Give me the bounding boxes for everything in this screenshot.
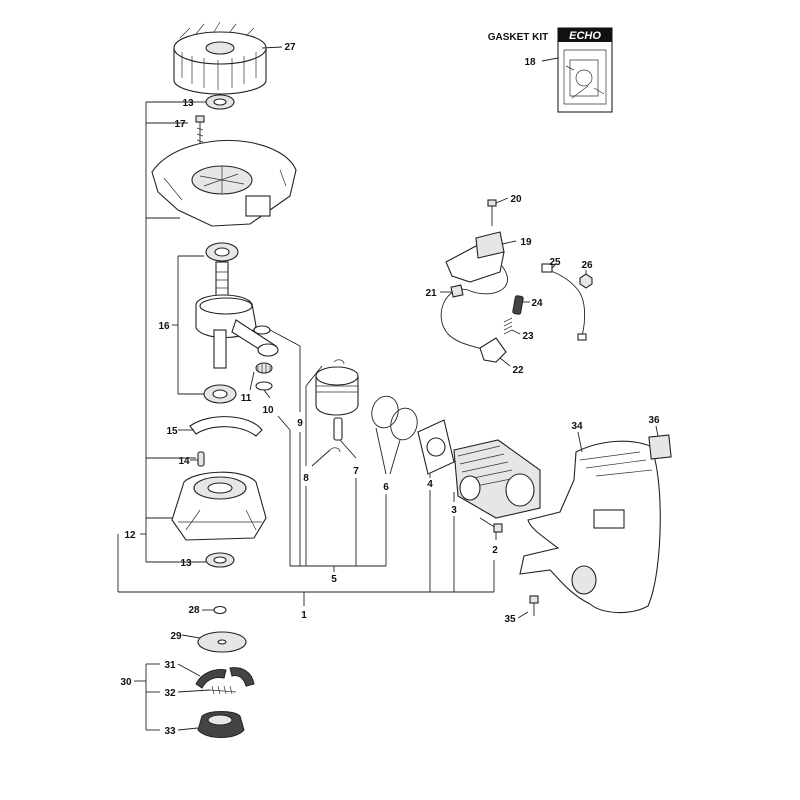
bearing-top-part <box>205 94 235 110</box>
callout-22: 22 <box>512 365 524 376</box>
gasket-kit-brand: ECHO <box>569 30 601 42</box>
crankcase-lower-part <box>171 471 267 541</box>
nut-26-part <box>579 273 593 289</box>
callout-35: 35 <box>504 614 516 625</box>
ignition-coil-part <box>440 231 508 353</box>
callout-16: 16 <box>158 321 170 332</box>
crankcase-upper-part <box>151 139 297 227</box>
callout-32: 32 <box>164 688 176 699</box>
callout-23: 23 <box>522 331 534 342</box>
callout-5: 5 <box>331 574 337 585</box>
pin-14-part <box>197 451 205 467</box>
bearing-bottom-part <box>205 552 235 568</box>
callout-8: 8 <box>303 473 309 484</box>
clutch-shoes-part <box>195 667 255 695</box>
leader-lines <box>117 46 659 731</box>
wire-25-part <box>541 263 587 341</box>
callout-25: 25 <box>549 257 561 268</box>
cylinder-gasket-part <box>417 419 455 475</box>
callout-13-top: 13 <box>182 98 194 109</box>
piston-part <box>315 366 359 416</box>
plug-cap-part <box>479 337 507 363</box>
callout-33: 33 <box>164 726 176 737</box>
callout-11: 11 <box>241 393 252 404</box>
cylinder-bolt-part <box>479 517 503 533</box>
cylinder-cover-part <box>519 440 661 614</box>
callout-12: 12 <box>124 530 136 541</box>
callout-26: 26 <box>581 260 593 271</box>
callout-6: 6 <box>383 482 389 493</box>
flywheel-part <box>173 21 267 95</box>
callout-34: 34 <box>571 421 583 432</box>
callout-2: 2 <box>492 545 498 556</box>
bearing-lower-part <box>203 384 237 404</box>
cylinder-part <box>453 439 541 519</box>
callout-17: 17 <box>174 119 186 130</box>
callout-9: 9 <box>297 418 303 429</box>
callout-10: 10 <box>262 405 274 416</box>
crankshaft-part <box>195 242 279 369</box>
callout-15: 15 <box>166 426 178 437</box>
callout-20: 20 <box>510 194 522 205</box>
piston-pin-part <box>329 359 345 453</box>
callout-21: 21 <box>425 288 437 299</box>
callout-24: 24 <box>531 298 543 309</box>
callout-36: 36 <box>648 415 660 426</box>
callout-14: 14 <box>178 456 190 467</box>
piston-rings-part <box>371 395 418 441</box>
washer-28-part <box>213 605 227 615</box>
gasket-15-part <box>189 416 263 437</box>
callout-29: 29 <box>170 631 182 642</box>
callout-7: 7 <box>353 466 359 477</box>
clamp-21-part <box>450 284 464 298</box>
callout-30: 30 <box>120 677 132 688</box>
spring-23-part <box>503 317 513 335</box>
stop-switch-part <box>512 295 524 315</box>
callout-13-bottom: 13 <box>180 558 192 569</box>
callout-1: 1 <box>301 610 307 621</box>
gasket-kit-box: ECHO <box>557 27 613 113</box>
label-sticker-part <box>648 434 672 460</box>
clutch-plate-part <box>197 631 247 653</box>
callout-4: 4 <box>427 479 433 490</box>
callout-28: 28 <box>188 605 200 616</box>
cover-bolt-part <box>529 595 539 616</box>
callout-31: 31 <box>164 660 176 671</box>
needle-bearing-part <box>253 325 273 391</box>
screw-20-part <box>487 199 497 226</box>
clutch-housing-part <box>197 711 245 738</box>
callout-27: 27 <box>284 42 296 53</box>
callout-labels: 1 2 3 4 5 6 7 8 9 10 11 12 13 14 15 16 1… <box>120 42 660 737</box>
gasket-kit-title: GASKET KIT <box>488 32 549 43</box>
callout-3: 3 <box>451 505 457 516</box>
callout-18: 18 <box>524 57 536 68</box>
callout-19: 19 <box>520 237 532 248</box>
